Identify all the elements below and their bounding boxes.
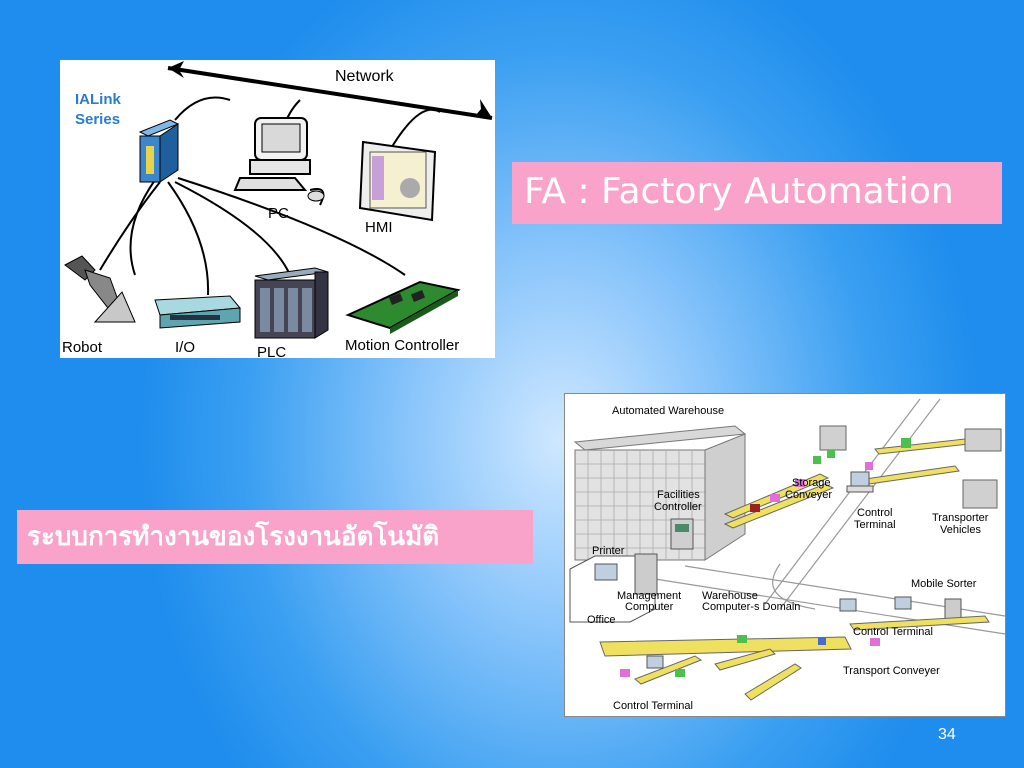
facilities-controller-icon <box>670 518 694 550</box>
control-terminal-mid-label: Control Terminal <box>853 626 933 638</box>
plc-icon <box>254 267 329 339</box>
ialink-label-2: Series <box>75 111 120 128</box>
office-label: Office <box>587 614 616 626</box>
storage-conveyer-icon <box>723 473 835 529</box>
network-diagram: Network IALink Series <box>60 60 495 358</box>
slide-title-box: FA : Factory Automation <box>512 162 1002 224</box>
automated-warehouse-icon <box>573 425 747 561</box>
storage-label-1: Storage <box>792 477 831 489</box>
control-terminal-bottom-label: Control Terminal <box>613 700 693 712</box>
control-terminal-label-1: Control <box>857 507 892 519</box>
plc-label: PLC <box>257 344 286 358</box>
warehouse-computer-label-2: Computer-s Domain <box>702 601 800 613</box>
control-terminal-icon <box>846 471 874 493</box>
network-label: Network <box>335 68 395 85</box>
control-terminal-label-2: Terminal <box>854 519 896 531</box>
ialink-label-1: IALink <box>75 91 121 108</box>
thai-subtitle: ระบบการทำงานของโรงงานอัตโนมัติ <box>27 522 440 552</box>
slide-title: FA : Factory Automation <box>524 171 954 212</box>
automated-warehouse-label: Automated Warehouse <box>612 405 724 417</box>
transport-conveyer-label: Transport Conveyer <box>843 665 940 677</box>
transporter-label-1: Transporter <box>932 512 989 524</box>
thai-subtitle-box: ระบบการทำงานของโรงงานอัตโนมัติ <box>17 510 533 564</box>
mobile-sorter-label: Mobile Sorter <box>911 578 977 590</box>
motion-controller-icon <box>345 280 461 334</box>
hmi-icon <box>358 140 437 222</box>
pc-label: PC <box>268 205 289 222</box>
io-module-icon <box>154 295 241 329</box>
transporter-label-2: Vehicles <box>940 524 981 536</box>
printer-label: Printer <box>592 545 625 557</box>
page-number: 34 <box>938 726 956 743</box>
management-label-1: Management <box>617 590 681 602</box>
management-label-2: Computer <box>625 601 674 613</box>
sorter-equipment-icon <box>839 596 990 631</box>
robot-icon <box>64 255 136 323</box>
arrow-left-icon <box>168 61 184 78</box>
motion-controller-label: Motion Controller <box>345 337 459 354</box>
facilities-label-1: Facilities <box>657 489 700 501</box>
robot-label: Robot <box>62 339 103 356</box>
storage-racks-icon <box>813 425 1002 509</box>
storage-label-2: Conveyer <box>785 489 832 501</box>
factory-automation-diagram: Automated Warehouse Storage Conveyer Fac… <box>564 393 1006 717</box>
io-label: I/O <box>175 339 195 356</box>
arrow-right-icon <box>475 99 492 118</box>
office-icon <box>569 553 658 623</box>
facilities-label-2: Controller <box>654 501 702 513</box>
pc-icon <box>233 117 325 202</box>
warehouse-computer-label-1: Warehouse <box>702 590 758 602</box>
ialink-device-icon <box>138 119 180 183</box>
transport-conveyer-icon <box>599 635 880 701</box>
hmi-label: HMI <box>365 219 393 236</box>
